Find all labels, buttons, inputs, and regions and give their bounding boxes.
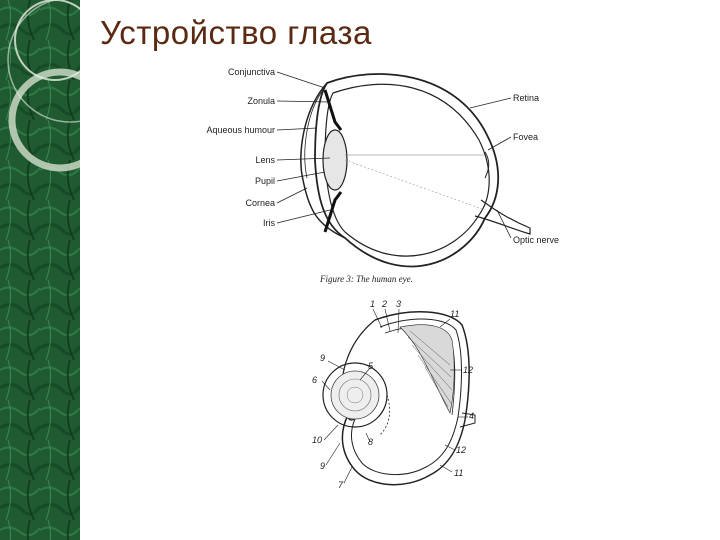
number-5: 5 — [368, 361, 374, 371]
number-2: 2 — [381, 299, 387, 309]
number-12-top: 12 — [463, 365, 473, 375]
number-7: 7 — [338, 480, 344, 490]
label-retina: Retina — [513, 93, 539, 103]
label-conjunctiva: Conjunctiva — [228, 67, 275, 77]
number-12-bottom: 12 — [456, 445, 466, 455]
number-10: 10 — [312, 435, 322, 445]
figure-caption: Figure 3: The human eye. — [319, 274, 413, 284]
number-9-top: 9 — [320, 353, 325, 363]
number-1: 1 — [370, 299, 375, 309]
label-fovea: Fovea — [513, 132, 538, 142]
label-cornea: Cornea — [245, 198, 275, 208]
number-8: 8 — [368, 437, 373, 447]
numbered-eye-diagram: 1 2 3 11 12 9 5 6 4 12 10 8 9 11 7 — [312, 299, 476, 490]
label-optic-nerve: Optic nerve — [513, 235, 559, 245]
label-lens: Lens — [255, 155, 275, 165]
number-3: 3 — [396, 299, 401, 309]
label-pupil: Pupil — [255, 176, 275, 186]
number-11-top: 11 — [450, 309, 459, 319]
decorative-sidebar — [0, 0, 80, 540]
label-aqueous-humour: Aqueous humour — [206, 125, 275, 135]
label-zonula: Zonula — [247, 96, 275, 106]
number-4: 4 — [469, 411, 474, 421]
decorative-ring — [8, 68, 80, 172]
slide-title: Устройство глаза — [100, 14, 372, 51]
label-iris: Iris — [263, 218, 275, 228]
number-6: 6 — [312, 375, 317, 385]
number-11-bottom: 11 — [454, 468, 463, 478]
human-eye-diagram: Conjunctiva Zonula Aqueous humour Lens P… — [206, 67, 559, 284]
number-9-bottom: 9 — [320, 461, 325, 471]
